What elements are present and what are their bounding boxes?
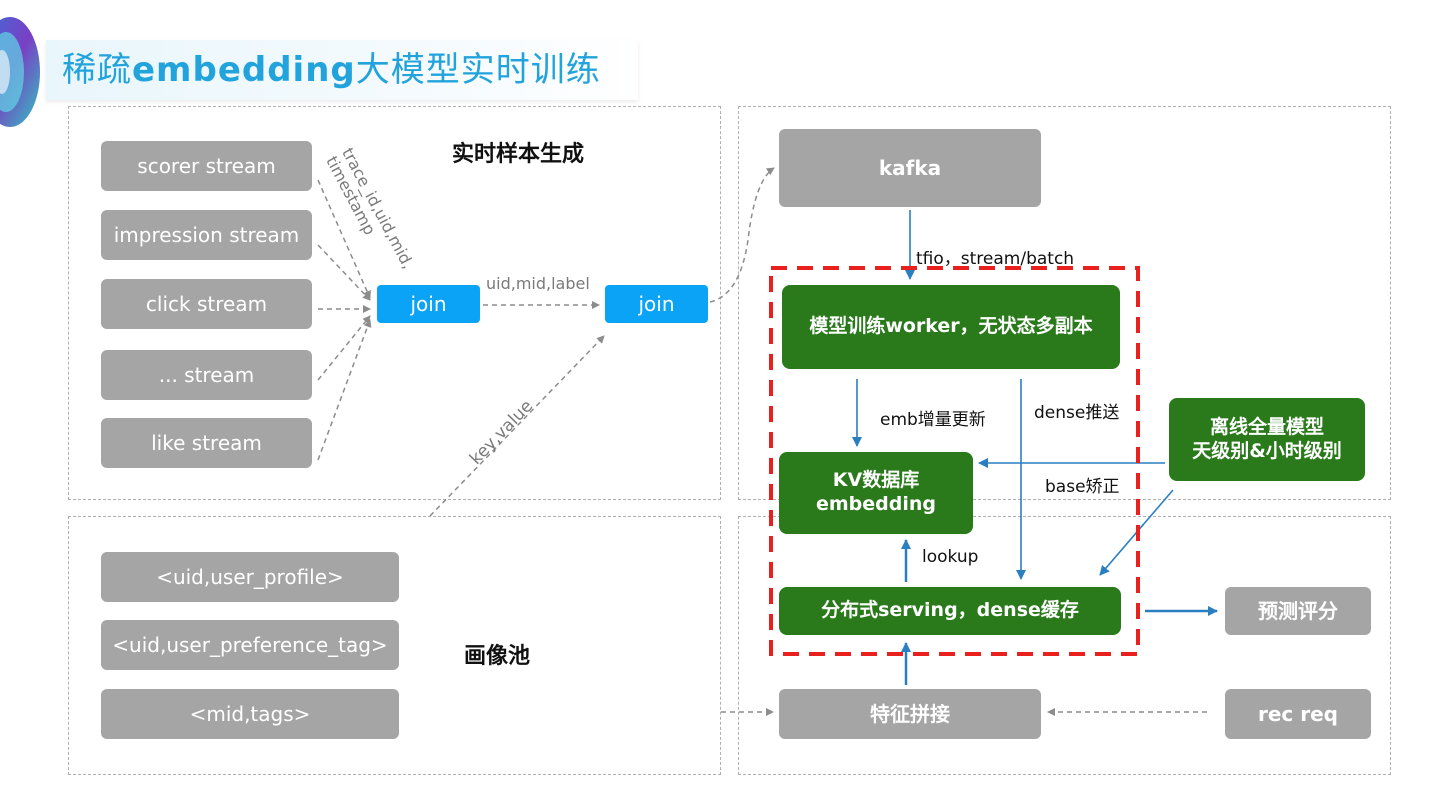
kv-db-line2: embedding bbox=[815, 493, 936, 515]
profile-box: <mid,tags> bbox=[101, 689, 399, 739]
label-emb-update: emb增量更新 bbox=[880, 410, 986, 430]
arrow-dots-join bbox=[317, 315, 371, 381]
stream-box: ... stream bbox=[101, 350, 312, 400]
stream-box: scorer stream bbox=[101, 141, 312, 191]
label-dense-push: dense推送 bbox=[1034, 403, 1120, 423]
kafka-box: kafka bbox=[779, 129, 1041, 207]
stream-box: click stream bbox=[101, 279, 312, 329]
label-uid-mid-label: uid,mid,label bbox=[486, 274, 590, 293]
arrow-keyvalue-join2 bbox=[429, 335, 605, 517]
profile-box: <uid,user_profile> bbox=[101, 552, 399, 602]
profile-box: <uid,user_preference_tag> bbox=[101, 620, 399, 670]
arrow-impression-join bbox=[317, 244, 371, 301]
panel-serving bbox=[738, 516, 1391, 775]
arrow-join2-kafka bbox=[709, 167, 775, 303]
label-tfio: tfio，stream/batch bbox=[916, 249, 1075, 269]
label-lookup: lookup bbox=[922, 547, 979, 567]
title-banner bbox=[46, 40, 638, 100]
section-label-profile: 画像池 bbox=[464, 644, 531, 669]
rec-req-box: rec req bbox=[1225, 689, 1371, 739]
logo-icon bbox=[0, 17, 40, 127]
panel-realtime-samples bbox=[68, 106, 721, 500]
panel-training bbox=[738, 106, 1391, 500]
kv-db-line1: KV数据库 bbox=[832, 469, 920, 492]
stream-box: impression stream bbox=[101, 210, 312, 260]
offline-line1: 离线全量模型 bbox=[1209, 415, 1324, 438]
arrow-like-join bbox=[317, 319, 372, 461]
arrow-scorer-join bbox=[317, 179, 371, 299]
stream-box: like stream bbox=[101, 418, 312, 468]
join-box-1: join bbox=[377, 285, 480, 323]
predict-box: 预测评分 bbox=[1225, 587, 1371, 635]
highlight-frame bbox=[769, 266, 1140, 656]
section-label-realtime: 实时样本生成 bbox=[452, 142, 585, 167]
page-title: 稀疏embedding大模型实时训练 bbox=[62, 50, 601, 90]
offline-model-box: 离线全量模型 天级别&小时级别 bbox=[1169, 398, 1365, 481]
join-box-2: join bbox=[605, 285, 708, 323]
serving-box: 分布式serving，dense缓存 bbox=[779, 587, 1121, 635]
feature-concat-box: 特征拼接 bbox=[779, 689, 1041, 739]
panel-profile-pool bbox=[68, 516, 721, 775]
label-base-fix: base矫正 bbox=[1045, 477, 1120, 497]
kv-db-box: KV数据库 embedding bbox=[779, 452, 973, 534]
offline-line2: 天级别&小时级别 bbox=[1192, 439, 1342, 462]
worker-box: 模型训练worker，无状态多副本 bbox=[782, 285, 1120, 369]
